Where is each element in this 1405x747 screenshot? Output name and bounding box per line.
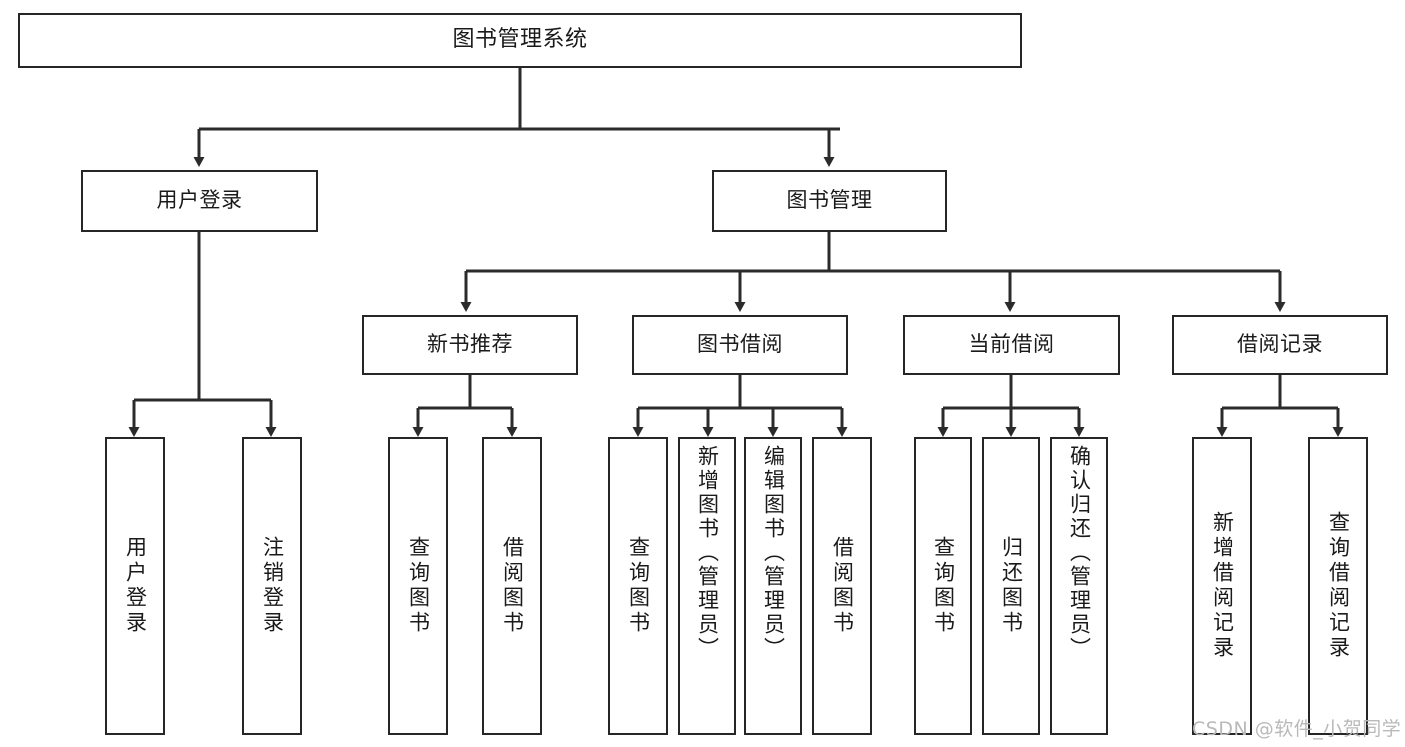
node-label: 用户登录 [156, 188, 243, 213]
node-label: 新增借阅记录 [1210, 511, 1235, 661]
node-label: 借阅图书 [500, 536, 525, 636]
leaf-borrow-book-recommend[interactable]: 借阅图书 [482, 437, 542, 735]
node-label: 注销登录 [260, 536, 285, 636]
node-label: 图书管理系统 [452, 27, 588, 53]
leaf-return-book[interactable]: 归还图书 [982, 437, 1040, 735]
leaf-add-borrow-record[interactable]: 新增借阅记录 [1192, 437, 1252, 735]
node-new-book-recommend[interactable]: 新书推荐 [362, 315, 578, 375]
node-label: 确认归还（管理员） [1067, 445, 1092, 661]
node-book-borrow[interactable]: 图书借阅 [632, 315, 848, 375]
leaf-query-book-recommend[interactable]: 查询图书 [388, 437, 448, 735]
node-label: 查询图书 [626, 536, 651, 636]
node-root-system[interactable]: 图书管理系统 [18, 13, 1022, 68]
node-label: 图书管理 [786, 188, 873, 213]
node-label: 图书借阅 [697, 332, 783, 357]
node-label: 查询图书 [931, 536, 956, 636]
node-user-login[interactable]: 用户登录 [81, 170, 318, 232]
node-label: 查询借阅记录 [1326, 511, 1351, 661]
node-borrow-records[interactable]: 借阅记录 [1172, 315, 1388, 375]
node-label: 编辑图书（管理员） [761, 445, 786, 661]
node-label: 当前借阅 [968, 332, 1055, 357]
leaf-query-borrow-record[interactable]: 查询借阅记录 [1308, 437, 1368, 735]
node-current-borrow[interactable]: 当前借阅 [903, 315, 1120, 375]
node-label: 新书推荐 [427, 332, 513, 357]
node-book-management[interactable]: 图书管理 [712, 170, 947, 232]
node-label: 用户登录 [123, 536, 148, 636]
leaf-user-login[interactable]: 用户登录 [105, 437, 165, 735]
node-label: 新增图书（管理员） [695, 445, 720, 661]
node-label: 借阅图书 [830, 536, 855, 636]
leaf-edit-book-admin[interactable]: 编辑图书（管理员） [744, 437, 802, 735]
leaf-logout[interactable]: 注销登录 [242, 437, 302, 735]
leaf-borrow-book[interactable]: 借阅图书 [812, 437, 872, 735]
node-label: 借阅记录 [1237, 332, 1323, 357]
watermark: CSDN @软件_小贺同学 [1192, 718, 1402, 740]
leaf-query-book[interactable]: 查询图书 [608, 437, 668, 735]
node-label: 查询图书 [406, 536, 431, 636]
node-label: 归还图书 [999, 536, 1024, 636]
leaf-confirm-return-admin[interactable]: 确认归还（管理员） [1050, 437, 1108, 735]
leaf-query-book-current[interactable]: 查询图书 [914, 437, 972, 735]
leaf-add-book-admin[interactable]: 新增图书（管理员） [678, 437, 736, 735]
